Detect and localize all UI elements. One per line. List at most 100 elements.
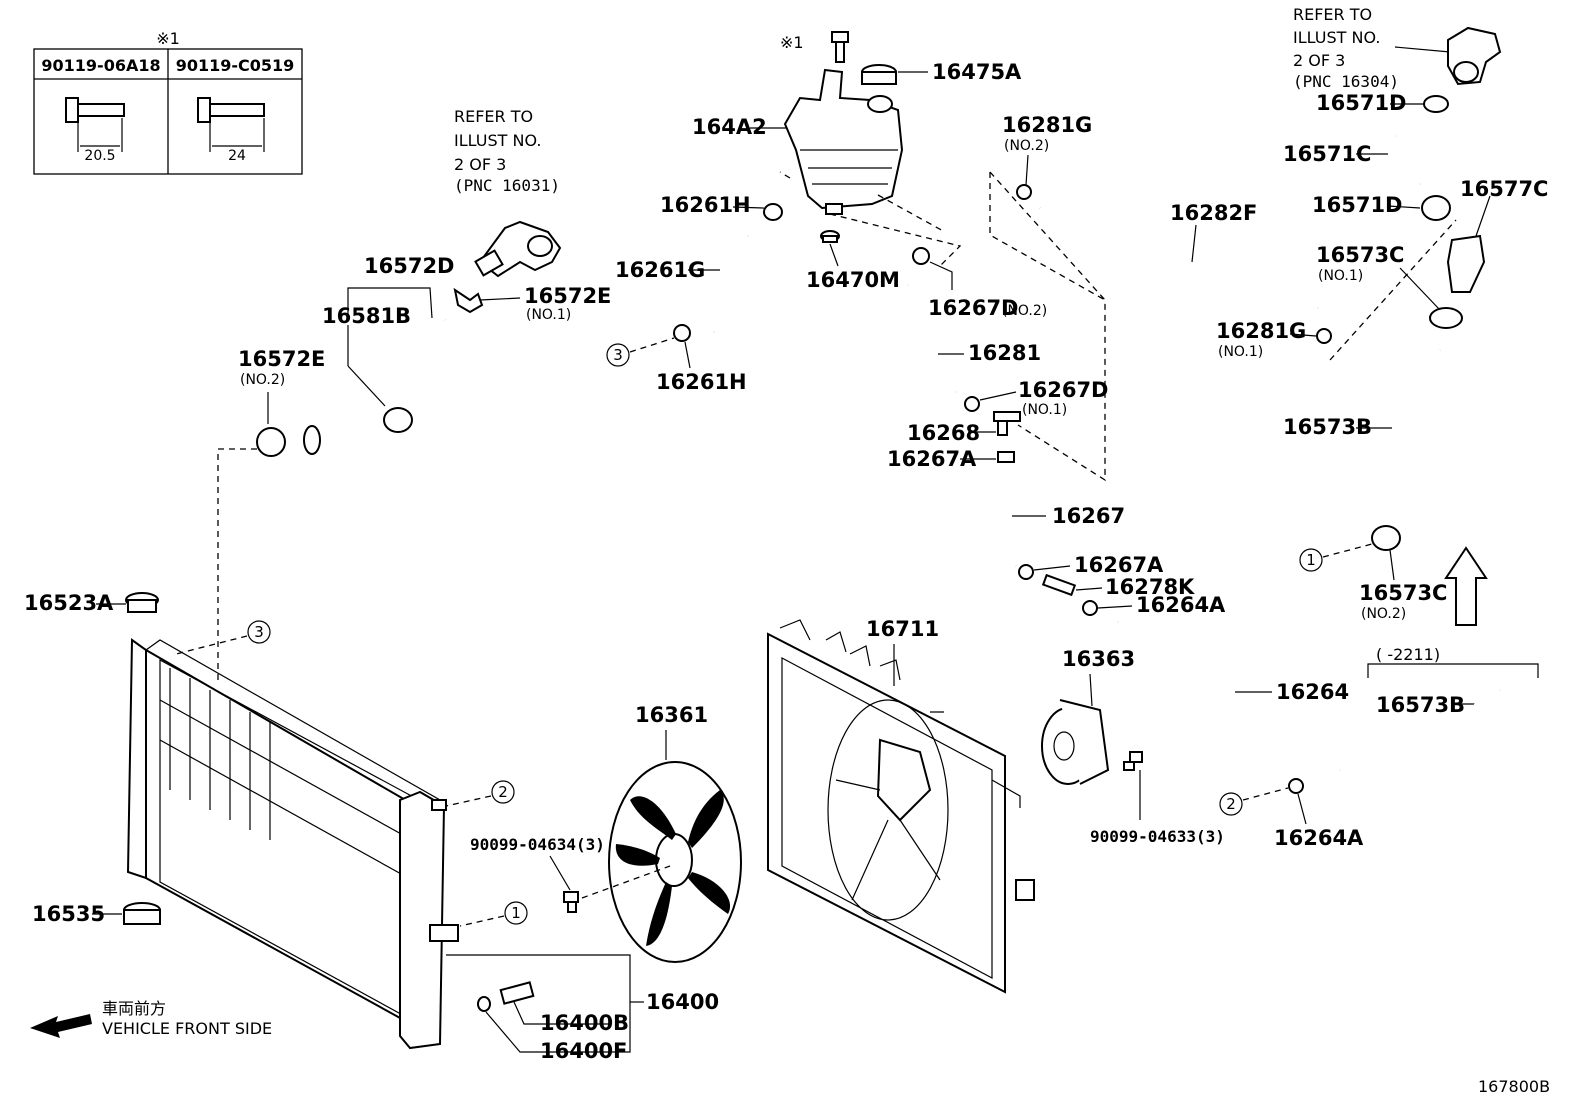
part-label: 164A2 <box>692 115 767 139</box>
part-label: 16361 <box>635 703 708 727</box>
reservoir-cap-icon <box>861 64 897 85</box>
part-label: 16573C <box>1316 243 1404 267</box>
ref-line: (PNC 16304) <box>1293 72 1399 91</box>
part-label: 16573B <box>1283 415 1372 439</box>
tee-fitting-icon <box>993 411 1021 436</box>
fan-motor-group: 16363 90099-04633(3) <box>1041 647 1225 846</box>
fan-shroud-group: 16711 <box>767 617 1035 994</box>
circle-mark: 2 <box>498 783 508 801</box>
reference-top-right: REFER TO ILLUST NO. 2 OF 3 (PNC 16304) <box>1293 5 1502 91</box>
circle-mark: 1 <box>1306 551 1316 569</box>
upper-hose-group: 16572D 16581B 16572E (NO.1) 16572E (NO.2… <box>217 254 611 685</box>
part-label: 16581B <box>322 304 411 328</box>
clamp-icon <box>1371 525 1401 551</box>
bypass-hose-group: 16281G (NO.2) 16282F 16281G (NO.1) 16267… <box>887 113 1364 850</box>
part-label: 16363 <box>1062 647 1135 671</box>
bolt-icon <box>197 97 265 152</box>
part-label: 16523A <box>24 591 114 615</box>
ref-line: ILLUST NO. <box>1293 28 1380 47</box>
part-label: 16475A <box>932 60 1022 84</box>
fan-group: 16361 90099-04634(3) <box>470 703 742 963</box>
ref-line: REFER TO <box>454 107 533 126</box>
part-sub-label: (NO.2) <box>1004 138 1049 154</box>
radiator-group: 16523A 3 2 1 <box>24 591 719 1063</box>
part-label: 16535 <box>32 902 105 926</box>
part-label: 16278K <box>1105 575 1195 599</box>
ref-line: ILLUST NO. <box>454 131 541 150</box>
part-label: 16573B <box>1376 693 1465 717</box>
table-mark: ※1 <box>156 29 180 48</box>
part-label: 16572D <box>364 254 455 278</box>
part-label: 16267D <box>928 296 1019 320</box>
clamp-icon <box>1423 95 1449 113</box>
clamp-icon <box>453 287 484 314</box>
part-label: 16267A <box>1074 553 1164 577</box>
vehicle-front-indicator: 車両前方 VEHICLE FRONT SIDE <box>30 999 272 1038</box>
clamp-icon <box>1421 195 1451 221</box>
front-side-en: VEHICLE FRONT SIDE <box>102 1019 272 1038</box>
part-label: 16261H <box>656 370 747 394</box>
clamp-icon <box>912 247 930 265</box>
part-label: 16261H <box>660 193 751 217</box>
drain-cock-icon <box>477 981 535 1012</box>
part-label: 16571D <box>1312 193 1403 217</box>
part-sub-label: (NO.1) <box>1022 402 1067 418</box>
table-length-2: 24 <box>228 148 246 164</box>
circle-mark: 3 <box>613 346 623 364</box>
part-label: 16470M <box>806 268 900 292</box>
part-label: 16572E <box>238 347 325 371</box>
part-label: 16400F <box>540 1039 627 1063</box>
part-sub-label: (NO.1) <box>1318 268 1363 284</box>
part-label: 16261G <box>615 258 705 282</box>
part-sub-label: (NO.1) <box>1218 344 1263 360</box>
part-label: 16264 <box>1276 680 1349 704</box>
arrow-left-icon <box>30 1014 92 1038</box>
radiator-core-icon <box>126 638 459 1050</box>
range-note: ( -2211) <box>1376 645 1440 664</box>
clamp-icon <box>964 396 980 412</box>
clamp-icon <box>1016 184 1032 200</box>
clamp-icon <box>673 324 691 342</box>
fastener-table: ※1 90119-06A18 90119-C0519 20.5 24 <box>33 29 303 175</box>
radiator-cap-icon <box>125 592 159 613</box>
clamp-icon <box>763 203 783 221</box>
part-label: 16264A <box>1136 593 1226 617</box>
ref-line: REFER TO <box>1293 5 1372 24</box>
water-inlet-housing-icon <box>474 220 562 278</box>
circle-mark: 3 <box>254 623 264 641</box>
table-length-1: 20.5 <box>84 148 115 164</box>
table-part-2: 90119-C0519 <box>176 56 295 75</box>
ref-line: (PNC 16031) <box>454 176 560 195</box>
clamp-icon <box>997 451 1015 463</box>
part-label: 16281G <box>1216 319 1306 343</box>
tee-fitting-icon <box>1041 573 1077 597</box>
clamp-icon <box>1316 328 1332 344</box>
front-side-jp: 車両前方 <box>102 999 166 1018</box>
part-label: 16711 <box>866 617 939 641</box>
reservoir-group: ※1 16475A 164A2 16261H <box>660 31 1022 292</box>
bolt-icon <box>65 97 125 152</box>
part-label: 16400B <box>540 1011 629 1035</box>
fan-shroud-icon <box>767 619 1035 994</box>
diagram-id: 167800B <box>1478 1077 1550 1096</box>
reference-water-inlet: REFER TO ILLUST NO. 2 OF 3 (PNC 16031) <box>454 107 562 278</box>
fan-blade-icon <box>608 761 742 963</box>
mark-note: ※1 <box>780 33 804 52</box>
circle-mark: 2 <box>1226 795 1236 813</box>
lower-hose-group: 16571D 16571C 16571D 16577C 16573C (NO.1… <box>1283 91 1548 880</box>
clamp-icon <box>256 427 286 457</box>
hose-16261G: 16261G 3 16261H <box>606 233 754 394</box>
part-label: 16268 <box>907 421 980 445</box>
clamp-icon <box>1018 564 1034 580</box>
clamp-icon <box>1082 600 1098 616</box>
ref-line: 2 OF 3 <box>1293 51 1345 70</box>
hose-joint-icon <box>1446 234 1486 293</box>
circle-mark: 1 <box>511 904 521 922</box>
part-label: 16577C <box>1460 177 1548 201</box>
part-sub-label: (NO.2) <box>1002 303 1047 319</box>
gasket-icon <box>820 230 840 243</box>
part-sub-label: (NO.2) <box>240 372 285 388</box>
clamp-icon <box>1288 778 1304 794</box>
